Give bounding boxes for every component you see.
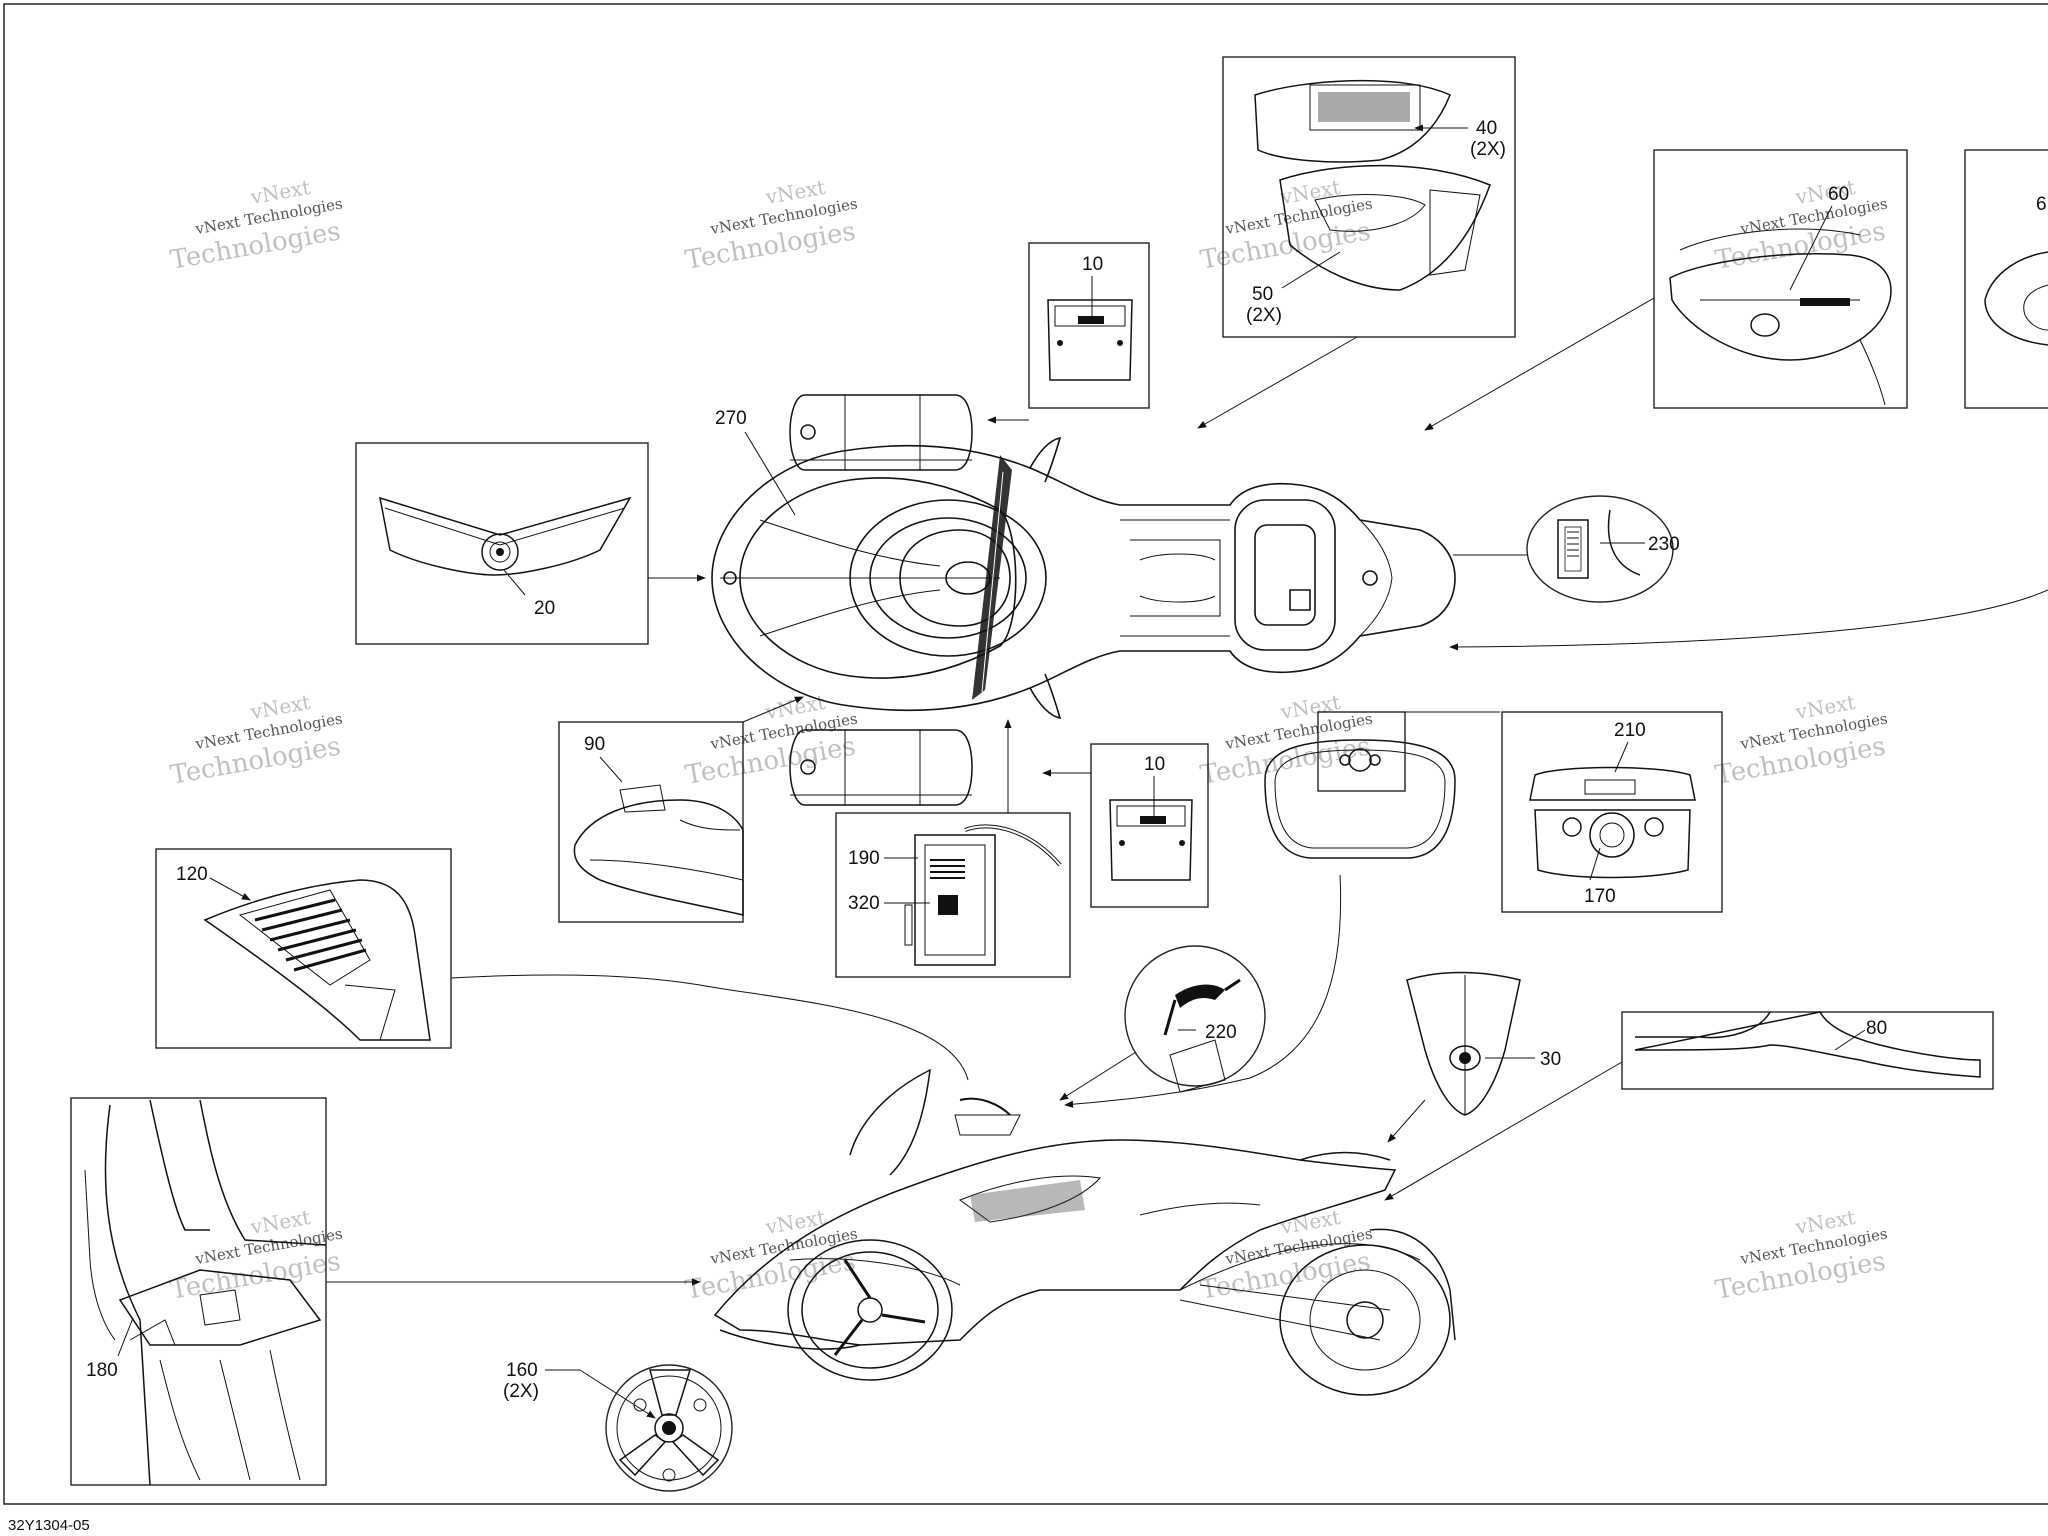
inset-box-40-50: 40 (2X) 50 (2X) bbox=[1222, 56, 1516, 338]
callout-20: 20 bbox=[534, 598, 555, 619]
callout-220: 220 bbox=[1205, 1022, 1237, 1043]
watermark-11: vNext vNext Technologies Technologies bbox=[1198, 1205, 1374, 1306]
watermark-7: vNext vNext Technologies Technologies bbox=[1198, 690, 1374, 791]
inset-box-10-top: 10 bbox=[1028, 242, 1150, 409]
callout-170: 170 bbox=[1584, 886, 1616, 907]
callout-120: 120 bbox=[176, 864, 208, 885]
callout-40: 40 bbox=[1476, 118, 1497, 139]
watermark-2: vNext vNext Technologies Technologies bbox=[683, 175, 859, 276]
inset-circle-220: 220 bbox=[1124, 945, 1266, 1093]
watermark-6: vNext vNext Technologies Technologies bbox=[683, 690, 859, 791]
inset-box-180: 180 bbox=[70, 1097, 327, 1486]
callout-320: 320 bbox=[848, 893, 880, 914]
callout-50: 50 bbox=[1252, 284, 1273, 305]
callout-180: 180 bbox=[86, 1360, 118, 1381]
callout-160-qty: (2X) bbox=[503, 1381, 539, 1402]
callout-30: 30 bbox=[1540, 1049, 1561, 1070]
diagram-frame bbox=[3, 3, 2048, 1505]
inset-box-10-bottom: 10 bbox=[1090, 743, 1209, 908]
callout-50-qty: (2X) bbox=[1246, 305, 1282, 326]
inset-box-190-320: 190 320 bbox=[835, 812, 1071, 978]
inset-circle-160: 160 (2X) bbox=[503, 1360, 733, 1492]
inset-panel-30: 30 bbox=[1406, 971, 1561, 1116]
watermark-9: vNext vNext Technologies Technologies bbox=[168, 1205, 344, 1306]
callout-60: 60 bbox=[1828, 184, 1849, 205]
inset-box-90: 90 bbox=[558, 721, 744, 923]
callout-6-partial: 6 bbox=[2036, 194, 2047, 215]
callout-160: 160 bbox=[506, 1360, 538, 1381]
inset-box-partial-right: 6 bbox=[1964, 149, 2048, 409]
storage-case-top bbox=[789, 394, 973, 471]
callout-270: 270 bbox=[715, 408, 747, 429]
gauge-cluster-bezel bbox=[1264, 711, 1456, 859]
watermark-1: vNext vNext Technologies Technologies bbox=[168, 175, 344, 276]
watermark-3: vNext vNext Technologies Technologies bbox=[1198, 175, 1374, 276]
watermark-10: vNext vNext Technologies Technologies bbox=[683, 1205, 859, 1306]
callout-190: 190 bbox=[848, 848, 880, 869]
inset-box-120: 120 bbox=[155, 848, 452, 1049]
watermark-8: vNext vNext Technologies Technologies bbox=[1713, 690, 1889, 791]
callout-90: 90 bbox=[584, 734, 605, 755]
watermark-12: vNext vNext Technologies Technologies bbox=[1713, 1205, 1889, 1306]
callout-10-top: 10 bbox=[1082, 254, 1103, 275]
callout-40-qty: (2X) bbox=[1470, 139, 1506, 160]
callout-230: 230 bbox=[1648, 534, 1680, 555]
inset-box-210-170: 210 170 bbox=[1501, 711, 1723, 913]
callout-10-bottom: 10 bbox=[1144, 754, 1165, 775]
vehicle-top-view bbox=[711, 436, 1456, 720]
inset-box-60: 60 bbox=[1653, 149, 1908, 409]
watermark-5: vNext vNext Technologies Technologies bbox=[168, 690, 344, 791]
inset-box-80: 80 bbox=[1621, 1011, 1994, 1090]
callout-210: 210 bbox=[1614, 720, 1646, 741]
figure-code: 32Y1304-05 bbox=[8, 1517, 90, 1534]
vehicle-side-view bbox=[713, 1068, 1456, 1396]
callout-80: 80 bbox=[1866, 1018, 1887, 1039]
storage-case-bottom bbox=[789, 729, 973, 806]
inset-box-20: 20 bbox=[355, 442, 649, 645]
inset-circle-230: 230 bbox=[1526, 495, 1680, 603]
